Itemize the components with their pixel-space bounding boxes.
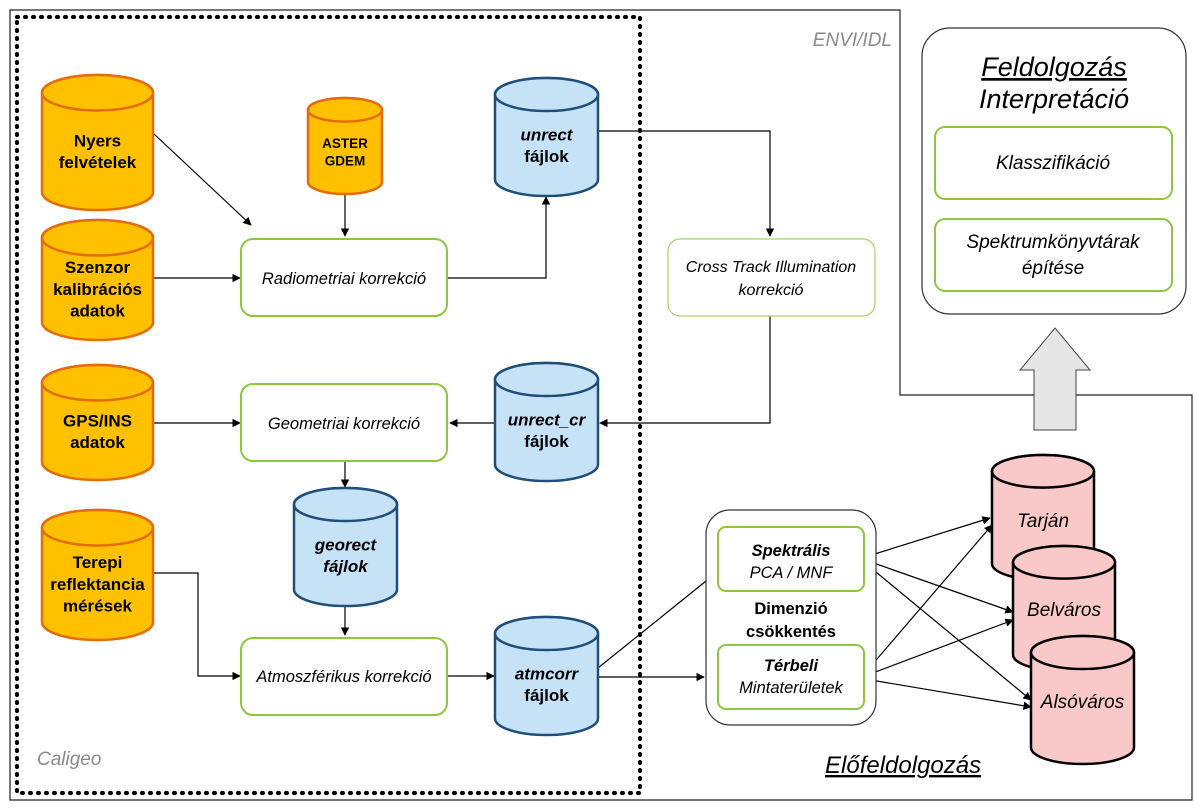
szenzor-cylinder: Szenzor kalibrációs adatok — [40, 218, 155, 342]
arrow-terepi-atmoszferikus — [153, 572, 241, 681]
tarjan-label-1: Tarján — [1017, 511, 1069, 532]
connectors — [152, 130, 1032, 710]
belvaros-label-1: Belváros — [1027, 600, 1101, 621]
arrow-crosstrack-unrectcr — [599, 316, 771, 428]
terepi-cylinder: Terepi reflektancia mérések — [40, 508, 155, 642]
georect-label-1: georect — [314, 535, 378, 554]
up-arrow-icon — [1018, 327, 1092, 431]
arrow-unrect-crosstrack — [598, 130, 775, 237]
spektrum-label-1: Spektrumkönyvtárak — [966, 232, 1141, 253]
spektralis-label-1: Spektrális — [752, 542, 831, 560]
spektralis-box — [717, 526, 865, 592]
nyers-cylinder: Nyers felvételek — [40, 73, 155, 212]
caligeo-region-border — [15, 15, 642, 795]
crosstrack-label-1: Cross Track Illumination — [686, 259, 857, 276]
arrow-spektralis-alsovaros — [864, 562, 1032, 701]
feldolgozas-title: Feldolgozás — [981, 52, 1127, 82]
terepi-label-1: Terepi — [73, 553, 123, 572]
arrow-spektralis-tarjan — [864, 516, 991, 558]
dimenzio-label-1: Dimenzió — [754, 600, 827, 618]
klasszifikacio-label: Klasszifikáció — [996, 153, 1110, 174]
spektrum-label-2: építése — [1022, 258, 1084, 279]
gps-cylinder: GPS/INS adatok — [40, 363, 155, 482]
arrow-radiometriai-unrect — [447, 196, 551, 279]
klasszifikacio-box — [934, 126, 1173, 200]
dimenzio-label-2: csökkentés — [746, 623, 836, 641]
terbeli-label-2: Mintaterületek — [739, 679, 843, 697]
arrow-terbeli-belvaros — [864, 618, 1014, 677]
geometriai-label: Geometriai korrekció — [268, 415, 420, 433]
atmcorr-label-2: fájlok — [524, 686, 569, 705]
radiometriai-label: Radiometriai korrekció — [262, 270, 426, 288]
aster-cylinder: ASTER GDEM — [306, 96, 384, 196]
alsovaros-cylinder: Alsóváros — [1029, 634, 1136, 766]
envi-label: ENVI/IDL — [813, 30, 892, 51]
gps-label-1: GPS/INS — [63, 411, 132, 430]
aster-label-1: ASTER — [322, 136, 368, 151]
georect-label-2: fájlok — [323, 557, 369, 576]
unrect-cylinder: unrect fájlok — [493, 76, 600, 198]
szenzor-label-3: adatok — [70, 302, 125, 321]
szenzor-label-1: Szenzor — [65, 258, 131, 277]
terepi-label-2: reflektancia — [50, 575, 145, 594]
arrow-atmcorr-spektralis — [597, 572, 717, 669]
georect-cylinder: georect fájlok — [292, 486, 399, 608]
unrectcr-label-2: fájlok — [524, 432, 569, 451]
caligeo-label: Caligeo — [37, 749, 101, 770]
nyers-label-2: felvételek — [59, 153, 137, 172]
atmcorr-label-1: atmcorr — [515, 664, 580, 683]
aster-label-2: GDEM — [325, 153, 366, 168]
gps-label-2: adatok — [70, 433, 125, 452]
geometriai-box — [240, 383, 448, 462]
atmoszferikus-label: Atmoszférikus korrekció — [255, 668, 431, 686]
arrow-terbeli-tarjan — [864, 524, 993, 674]
unrectcr-label-1: unrect_cr — [508, 410, 587, 429]
spektrum-box — [934, 218, 1173, 292]
terbeli-box — [717, 644, 865, 710]
envi-region-border — [9, 9, 1193, 801]
alsovaros-label-1: Alsóváros — [1040, 692, 1125, 713]
atmcorr-cylinder: atmcorr fájlok — [493, 615, 600, 737]
terepi-label-3: mérések — [63, 597, 133, 616]
elofeldolgozas-label: Előfeldolgozás — [825, 752, 981, 779]
crosstrack-label-2: korrekció — [739, 282, 804, 299]
spektralis-label-2: PCA / MNF — [750, 564, 834, 582]
nyers-label-1: Nyers — [74, 131, 121, 150]
interpretacio-title: Interpretáció — [979, 84, 1129, 114]
atmoszferikus-box — [240, 637, 448, 716]
arrow-nyers-radiometriai — [152, 132, 252, 226]
unrect-label-1: unrect — [521, 125, 574, 144]
unrect-label-2: fájlok — [524, 147, 569, 166]
szenzor-label-2: kalibrációs — [53, 280, 142, 299]
terbeli-label-1: Térbeli — [764, 657, 819, 675]
unrectcr-cylinder: unrect_cr fájlok — [493, 361, 600, 483]
arrow-terbeli-alsovaros — [864, 678, 1032, 710]
crosstrack-box — [667, 238, 876, 317]
radiometriai-box — [240, 238, 448, 317]
